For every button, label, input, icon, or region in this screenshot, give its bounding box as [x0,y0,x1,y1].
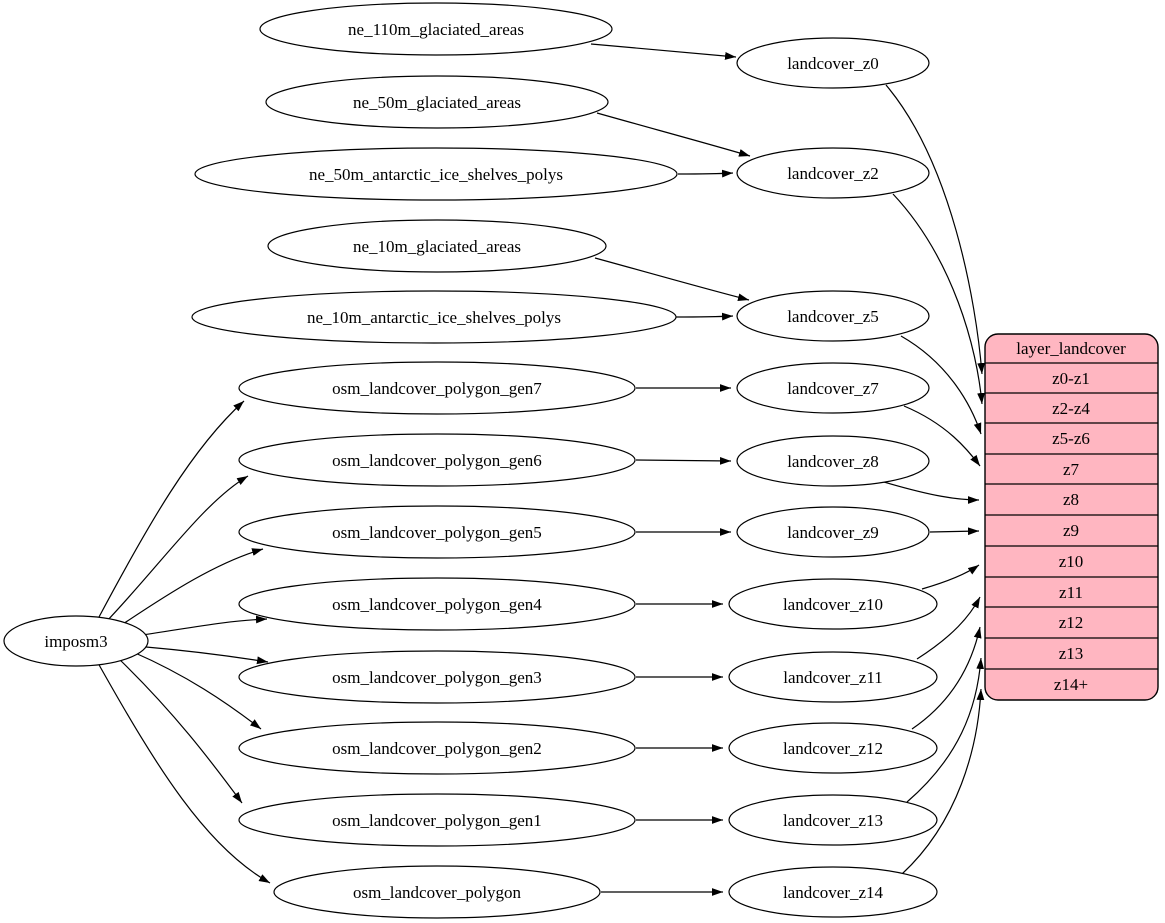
record-layer-landcover: layer_landcover z0-z1 z2-z4 z5-z6 z7 z8 … [984,333,1159,701]
node-label: ne_10m_antarctic_ice_shelves_polys [307,308,561,327]
record-row-z14plus: z14+ [1054,675,1088,694]
edge-landcover-z7-to-row-z7 [903,405,981,467]
edge-imposm3-to-osm-landcover-polygon-gen5 [116,548,264,629]
node-label: ne_110m_glaciated_areas [348,20,524,39]
source-nodes-group: ne_110m_glaciated_areas ne_50m_glaciated… [3,2,678,919]
edge-ne-10m-glaciated-areas-to-landcover-z5 [594,257,750,302]
record-row-z13: z13 [1059,644,1084,663]
node-landcover-z10 [728,578,938,630]
node-label: osm_landcover_polygon_gen6 [332,451,542,470]
edge-landcover-z9-to-row-z9 [929,527,980,536]
landcover-nodes-group: landcover_z0 landcover_z2 landcover_z5 l… [728,37,938,918]
record-row-z12: z12 [1059,613,1084,632]
node-label: osm_landcover_polygon_gen7 [332,379,542,398]
record-row-z7: z7 [1063,460,1080,479]
edges-group [97,43,985,896]
node-label: osm_landcover_polygon_gen4 [332,595,542,614]
record-row-z2-z4: z2-z4 [1052,399,1090,418]
edge-ne-110m-glaciated-areas-to-landcover-z0 [590,43,737,60]
node-ne-50m-glaciated-areas [265,75,609,129]
edge-landcover-z11-to-row-z11 [916,596,981,660]
node-label: landcover_z8 [787,452,879,471]
node-label: imposm3 [44,632,107,651]
node-osm-landcover-polygon-gen2 [238,721,636,775]
record-row-z5-z6: z5-z6 [1052,429,1090,448]
record-title: layer_landcover [1016,339,1126,358]
node-label: landcover_z13 [783,811,883,830]
edge-landcover-z5-to-row-z5-z6 [900,335,982,435]
edge-imposm3-to-osm-landcover-polygon-gen4 [134,615,268,637]
record-row-z0-z1: z0-z1 [1052,369,1090,388]
node-landcover-z13 [728,794,938,846]
node-label: osm_landcover_polygon_gen3 [332,668,542,687]
node-osm-landcover-polygon-gen5 [238,505,636,559]
node-label: landcover_z0 [787,54,879,73]
node-label: osm_landcover_polygon [353,883,522,902]
node-landcover-z7 [736,362,930,414]
node-landcover-z8 [736,435,930,487]
record-row-z9: z9 [1063,521,1079,540]
node-landcover-z11 [728,651,938,703]
node-label: osm_landcover_polygon_gen1 [332,811,542,830]
edge-landcover-z12-to-row-z12 [911,626,982,730]
edge-landcover-z14-to-row-z14plus [901,688,985,875]
node-ne-50m-antarctic-ice-shelves-polys [194,147,678,201]
node-label: landcover_z14 [783,883,884,902]
node-label: ne_50m_antarctic_ice_shelves_polys [309,165,563,184]
record-row-z11: z11 [1059,583,1083,602]
node-landcover-z12 [728,722,938,774]
edge-imposm3-to-osm-landcover-polygon-gen1 [116,656,243,804]
record-background [984,333,1159,701]
record-row-z10: z10 [1059,552,1084,571]
edge-landcover-z13-to-row-z13 [906,657,985,803]
edge-osm-landcover-polygon-gen6-to-landcover-z8 [635,456,732,465]
node-osm-landcover-polygon-gen3 [238,650,636,704]
node-osm-landcover-polygon [273,865,601,919]
node-osm-landcover-polygon-gen1 [238,793,636,847]
node-label: landcover_z9 [787,523,879,542]
edge-ne-50m-glaciated-areas-to-landcover-z2 [596,112,751,157]
edge-ne-10m-antarctic-ice-shelves-polys-to-landcover-z5 [674,312,734,321]
edge-imposm3-to-osm-landcover-polygon-gen6 [105,475,249,623]
edge-landcover-z8-to-row-z8 [883,481,980,504]
edge-landcover-z10-to-row-z10 [921,564,980,590]
node-label: landcover_z7 [787,379,879,398]
node-label: landcover_z10 [783,595,883,614]
node-landcover-z5 [736,290,930,342]
node-label: landcover_z12 [783,739,883,758]
edge-landcover-z2-to-row-z2-z4 [892,193,985,405]
node-landcover-z2 [736,147,930,199]
node-landcover-z14 [728,866,938,918]
node-label: osm_landcover_polygon_gen2 [332,739,542,758]
node-label: ne_10m_glaciated_areas [353,237,521,256]
node-osm-landcover-polygon-gen4 [238,577,636,631]
node-ne-110m-glaciated-areas [259,2,613,56]
edge-landcover-z0-to-row-z0-z1 [885,84,985,375]
edge-imposm3-to-osm-landcover-polygon-gen7 [98,400,245,618]
edge-imposm3-to-osm-landcover-polygon [97,662,271,884]
edge-ne-50m-antarctic-ice-shelves-polys-to-landcover-z2 [677,169,734,178]
node-imposm3 [3,615,149,667]
node-label: landcover_z11 [783,668,882,687]
node-label: landcover_z2 [787,164,879,183]
node-ne-10m-antarctic-ice-shelves-polys [191,290,677,344]
node-landcover-z0 [736,37,930,89]
node-landcover-z9 [736,506,930,558]
node-label: landcover_z5 [787,307,879,326]
record-row-z8: z8 [1063,490,1079,509]
node-osm-landcover-polygon-gen6 [238,433,636,487]
node-ne-10m-glaciated-areas [267,219,607,273]
node-label: ne_50m_glaciated_areas [353,93,521,112]
node-label: osm_landcover_polygon_gen5 [332,523,542,542]
node-osm-landcover-polygon-gen7 [238,361,636,415]
edge-imposm3-to-osm-landcover-polygon-gen2 [132,651,262,730]
edge-imposm3-to-osm-landcover-polygon-gen3 [145,646,269,665]
